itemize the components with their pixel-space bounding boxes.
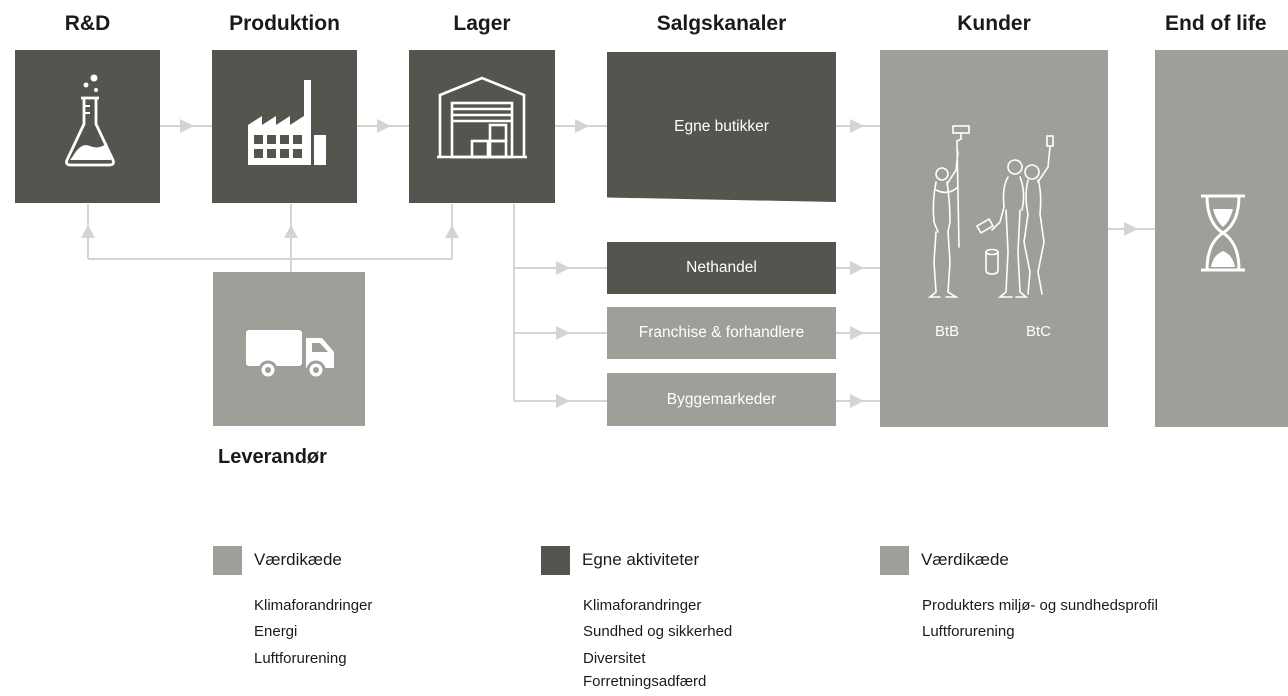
header-end-of-life: End of life [1165, 12, 1267, 35]
header-lager: Lager [453, 12, 511, 35]
header-kunder: Kunder [957, 12, 1031, 35]
arrow-franchise [556, 326, 570, 340]
channel-nethandel-label: Nethandel [686, 259, 757, 276]
arrow-up-rd [81, 225, 95, 238]
legend-1-item: Energi [254, 623, 298, 640]
flask-icon [65, 74, 115, 167]
painters-icon [927, 125, 1054, 298]
legend-3-item: Luftforurening [922, 623, 1015, 640]
rd-box [15, 50, 160, 203]
customer-btb-label: BtB [935, 323, 960, 340]
channel-franchise: Franchise & forhandlere [607, 307, 836, 359]
supplier-label: Leverandør [218, 446, 327, 468]
header-produktion: Produktion [229, 12, 340, 35]
header-salgskanaler: Salgskanaler [656, 12, 787, 35]
legend-2-title: Egne aktiviteter [582, 550, 700, 569]
channel-franchise-label: Franchise & forhandlere [638, 324, 805, 341]
arrow-nethandel [556, 261, 570, 275]
factory-icon [248, 80, 326, 165]
header-rd: R&D [64, 12, 111, 35]
channel-nethandel: Nethandel [607, 242, 836, 294]
kunder-box: BtB BtC [880, 50, 1108, 427]
produktion-box [212, 50, 357, 203]
legend-2-item: Klimaforandringer [583, 597, 702, 614]
legend-2-item: Diversitet [583, 650, 646, 667]
arrow-egne-kunder [850, 119, 864, 133]
legend-2-swatch [541, 546, 570, 575]
legend-3-swatch [880, 546, 909, 575]
arrow-up-lager [445, 225, 459, 238]
legend-1-title: Værdikæde [254, 550, 342, 569]
arrow-bygge-kunder [850, 394, 864, 408]
arrow-nethandel-kunder [850, 261, 864, 275]
supplier-box [213, 272, 365, 426]
arrow-lager-egne [575, 119, 589, 133]
legend-3-title: Værdikæde [921, 550, 1009, 569]
lager-box [409, 50, 555, 203]
channel-egne-butikker-label: Egne butikker [674, 118, 769, 135]
arrow-franchise-kunder [850, 326, 864, 340]
end-of-life-box [1155, 50, 1288, 427]
legend-1-swatch [213, 546, 242, 575]
arrow-up-prod [284, 225, 298, 238]
legend-3-item: Produkters miljø- og sundhedsprofil [922, 597, 1158, 614]
hourglass-icon [1201, 194, 1245, 272]
arrow-bygge [556, 394, 570, 408]
channel-egne-butikker: Egne butikker [607, 52, 836, 202]
legend-2-item: Forretningsadfærd [583, 673, 707, 690]
legend-2-item: Sundhed og sikkerhed [583, 623, 733, 640]
legend-1-item: Luftforurening [254, 650, 347, 667]
truck-icon [246, 330, 334, 380]
warehouse-icon [437, 76, 527, 159]
arrow-prod-lager [377, 119, 391, 133]
arrow-kunder-eol [1124, 222, 1138, 236]
channel-byggemarkeder: Byggemarkeder [607, 373, 836, 426]
arrow-rd-prod [180, 119, 194, 133]
channel-byggemarkeder-label: Byggemarkeder [666, 390, 777, 408]
customer-btc-label: BtC [1026, 323, 1052, 340]
legend-1-item: Klimaforandringer [254, 597, 373, 614]
